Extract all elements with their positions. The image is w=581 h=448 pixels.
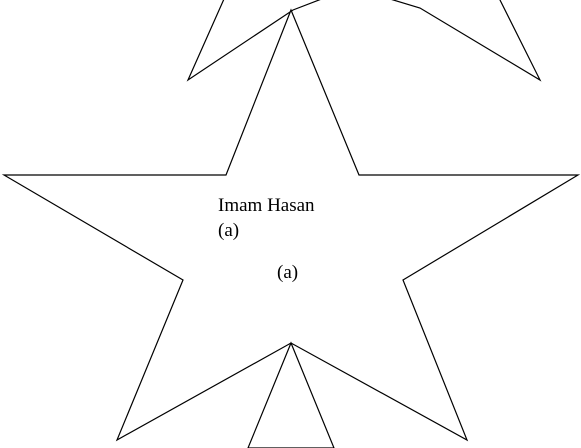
star-label-sub-center: (a): [277, 262, 299, 283]
star-label-sub: (a): [218, 220, 240, 241]
top-star: [186, 0, 542, 82]
bottom-star: [247, 341, 335, 448]
star-label-name: Imam Hasan: [218, 195, 315, 216]
